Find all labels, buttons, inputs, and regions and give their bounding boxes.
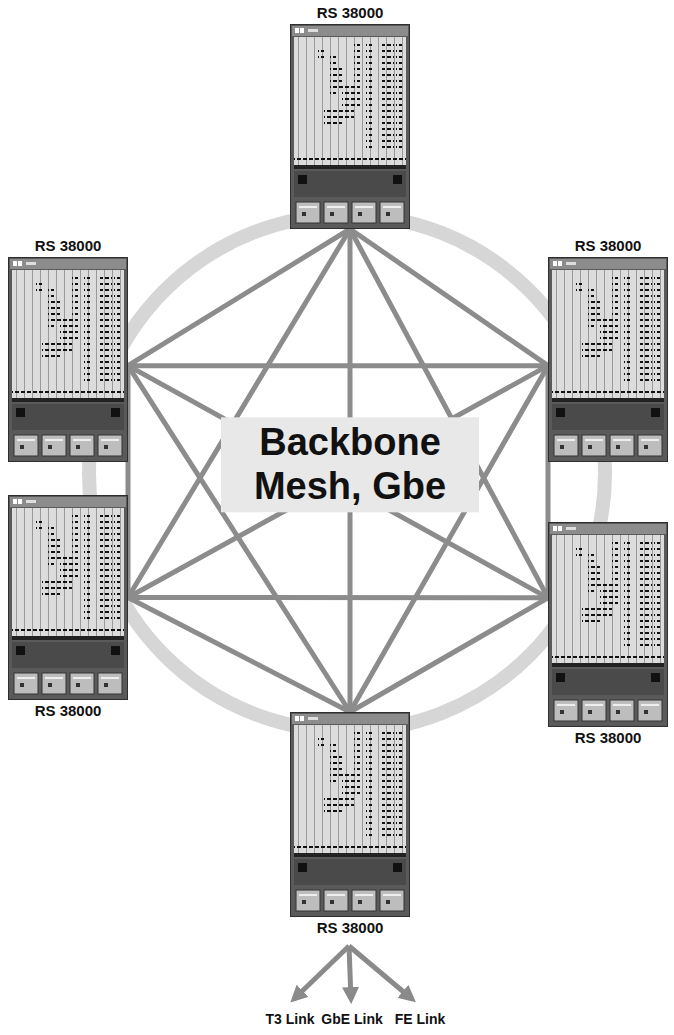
router-node: RS 38000 (290, 712, 410, 939)
mesh-link (350, 366, 548, 712)
router-illustration (549, 258, 668, 462)
router-chassis (548, 522, 668, 727)
router-chassis (8, 495, 128, 700)
router-node: RS 38000 (548, 522, 668, 749)
link-arrow (294, 946, 349, 999)
router-node: RS 38000 (8, 495, 128, 722)
mesh-link (128, 229, 350, 366)
mesh-link (350, 229, 548, 366)
router-chassis (290, 24, 410, 229)
mesh-link (350, 598, 548, 712)
link-label: T3 Link (265, 1010, 314, 1028)
mesh-link (128, 366, 548, 598)
router-label: RS 38000 (35, 700, 102, 722)
link-arrow (349, 946, 351, 999)
router-chassis (8, 257, 128, 462)
router-label: RS 38000 (317, 2, 384, 24)
mesh-link (546, 366, 551, 598)
backbone-label: Backbone Mesh, Gbe (221, 417, 479, 512)
backbone-ring (89, 215, 605, 731)
router-illustration (9, 258, 128, 462)
link-label: FE Link (395, 1010, 446, 1028)
link-label: GbE Link (321, 1010, 382, 1028)
mesh-link (128, 595, 548, 600)
router-chassis (290, 712, 410, 917)
router-node: RS 38000 (8, 235, 128, 462)
mesh-link (128, 366, 548, 598)
mesh-link (126, 366, 131, 598)
router-illustration (9, 496, 128, 700)
mesh-link (128, 363, 548, 368)
router-label: RS 38000 (35, 235, 102, 257)
router-illustration (291, 25, 410, 229)
router-label: RS 38000 (575, 235, 642, 257)
mesh-link (128, 598, 350, 713)
router-illustration (291, 713, 410, 917)
router-node: RS 38000 (548, 235, 668, 462)
router-node: RS 38000 (290, 2, 410, 229)
router-label: RS 38000 (317, 917, 384, 939)
link-arrows (294, 946, 412, 999)
router-illustration (549, 523, 668, 727)
router-label: RS 38000 (575, 727, 642, 749)
link-arrow (349, 946, 412, 999)
router-chassis (548, 257, 668, 462)
mesh-link (348, 229, 353, 712)
